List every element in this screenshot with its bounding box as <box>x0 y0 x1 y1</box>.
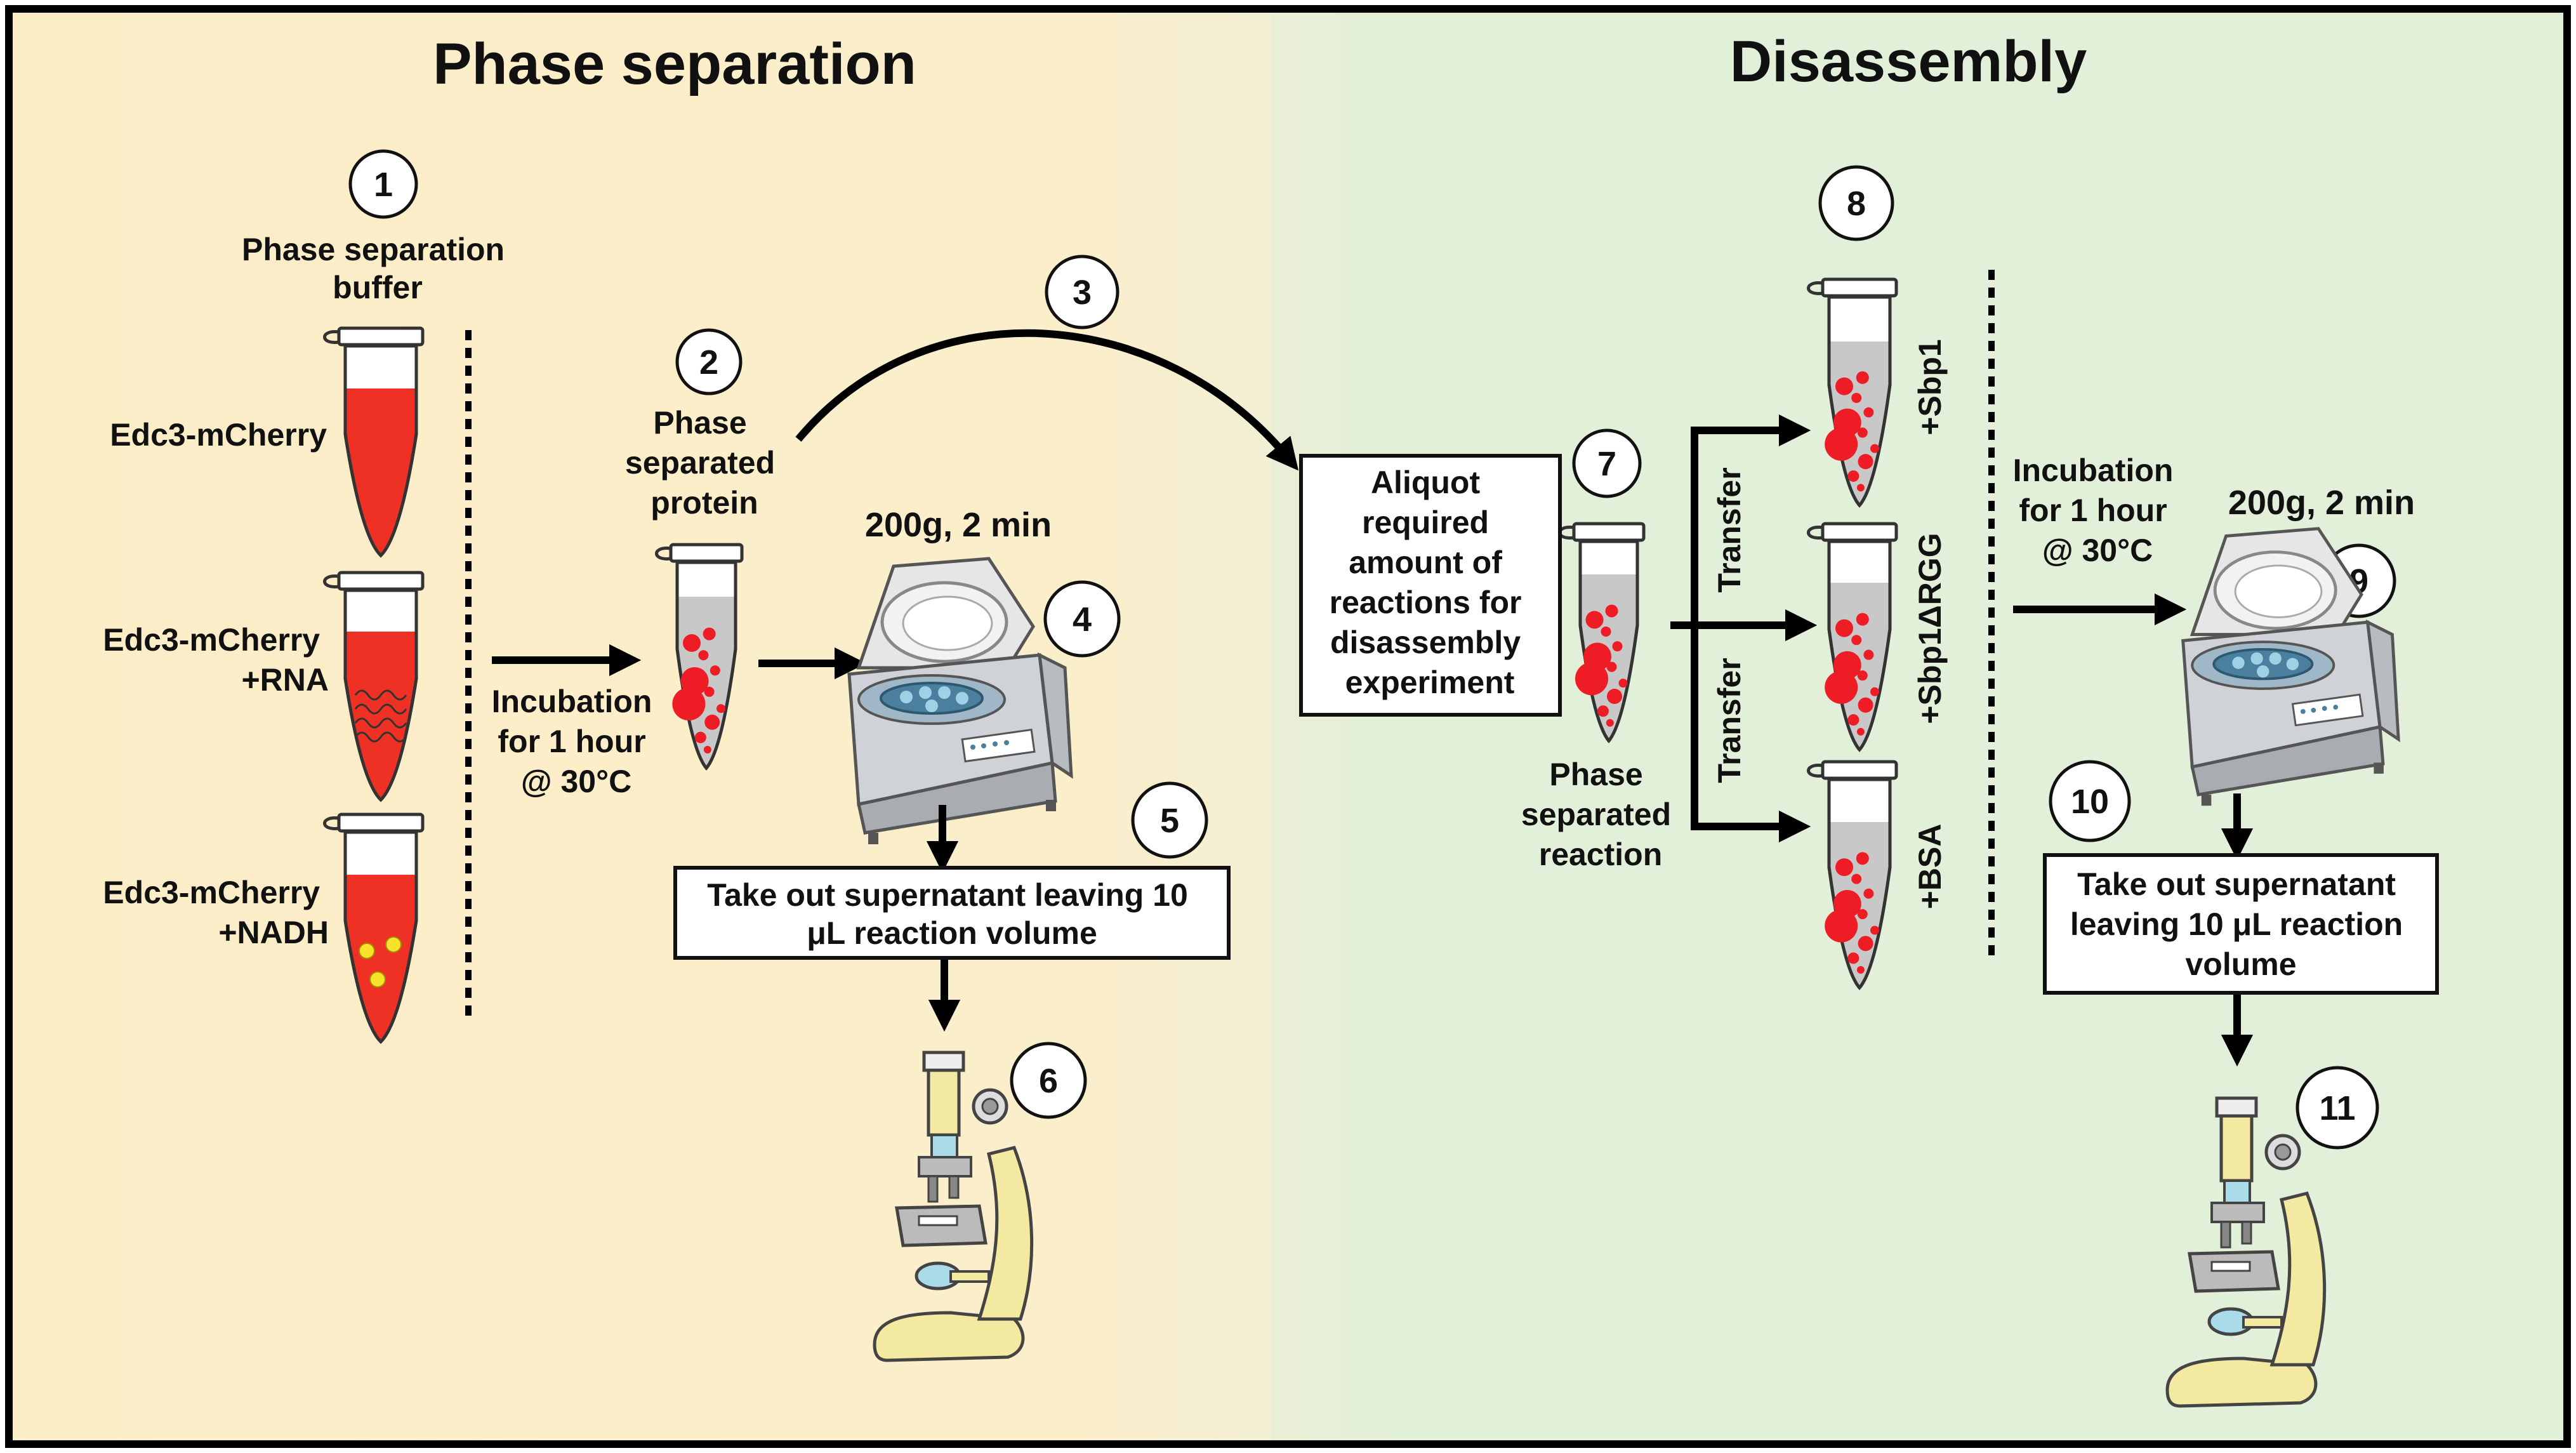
phase-separation-title: Phase separation <box>433 32 916 96</box>
step-marker: 11 <box>2295 1066 2379 1150</box>
step-number: 6 <box>1039 1062 1058 1100</box>
transfer-branches <box>1670 414 1818 843</box>
step-number: 2 <box>699 343 718 381</box>
centrifuge-label-1: 200g, 2 min <box>865 506 1052 544</box>
step-marker: 5 <box>1131 781 1208 859</box>
tube-label-edc3-nadh: Edc3-mCherry +NADH <box>103 875 329 950</box>
step-marker: 4 <box>1043 580 1121 658</box>
step-marker: 8 <box>1818 165 1894 241</box>
disassembly-title: Disassembly <box>1730 29 2087 94</box>
aliquot-label: Aliquot required amount of reactions for… <box>1330 465 1531 700</box>
supernatant-label-2: Take out supernatant leaving 10 μL react… <box>2070 866 2412 982</box>
tube-sbp1 <box>1807 277 1898 508</box>
step-number: 8 <box>1847 185 1866 223</box>
step-marker: 7 <box>1572 428 1642 498</box>
supernatant-label-1: Take out supernatant leaving 10 μL react… <box>707 877 1197 951</box>
step-number: 10 <box>2071 783 2109 821</box>
buffer-label: Phase separation buffer <box>242 232 513 305</box>
tube-sbp1drgg <box>1807 522 1898 752</box>
step-number: 3 <box>1073 274 1092 312</box>
step-marker: 2 <box>675 328 743 395</box>
tube-label-sbp1drgg: +Sbp1ΔRGG <box>1912 533 1948 724</box>
supernatant-box-1 <box>673 866 1231 960</box>
step-marker: 3 <box>1045 255 1120 329</box>
supernatant-box-2 <box>2043 853 2439 995</box>
incubation-label-2: Incubation for 1 hour @ 30°C <box>2013 453 2183 568</box>
curved-arrow-to-aliquot <box>795 329 1299 471</box>
outer-frame <box>5 5 2571 1448</box>
transfer-label-top: Transfer <box>1712 467 1747 592</box>
tube-edc3-rna <box>323 571 425 802</box>
tube-label-sbp1: +Sbp1 <box>1912 339 1948 435</box>
incubation-label-1: Incubation for 1 hour @ 30°C <box>492 684 661 799</box>
transfer-label-bottom: Transfer <box>1712 658 1747 783</box>
step-number: 5 <box>1160 802 1179 840</box>
step-marker: 1 <box>348 149 418 219</box>
tube-label-edc3-rna: Edc3-mCherry +RNA <box>103 622 329 698</box>
step-number: 4 <box>1073 600 1092 639</box>
step-marker: 6 <box>1010 1042 1087 1119</box>
phase-protein-label: Phase separated protein <box>625 405 784 521</box>
tube-label-bsa: +BSA <box>1912 824 1948 910</box>
tube-phase-reaction <box>1558 522 1646 743</box>
aliquot-box <box>1299 454 1562 717</box>
centrifuge-label-2: 200g, 2 min <box>2228 484 2415 522</box>
step-number: 1 <box>374 166 393 204</box>
phase-reaction-label: Phase separated reaction <box>1521 757 1680 872</box>
step-number: 11 <box>2319 1089 2355 1127</box>
step-marker: 10 <box>2049 760 2131 842</box>
step-number: 7 <box>1597 445 1616 483</box>
tube-label-edc3: Edc3-mCherry <box>110 417 327 453</box>
